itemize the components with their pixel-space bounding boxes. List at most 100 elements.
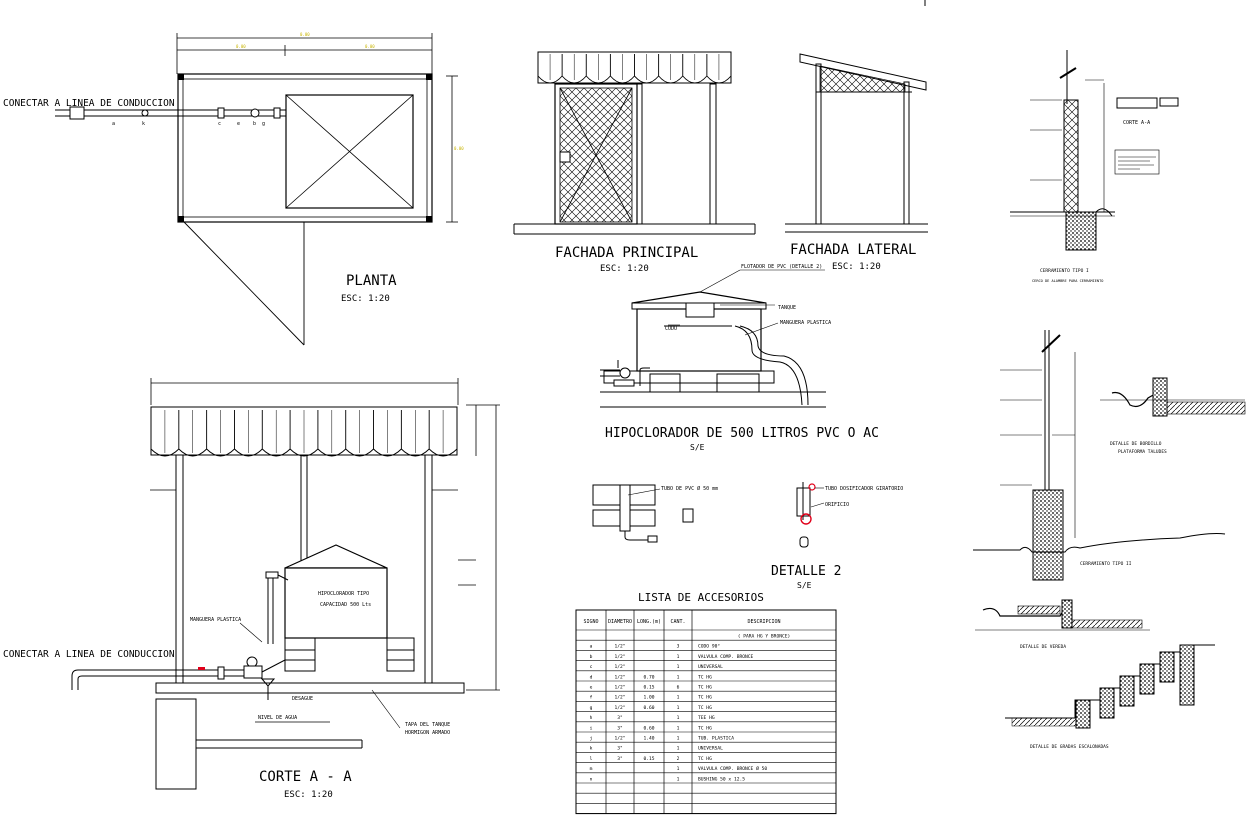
d2-callout-orifice: ORIFICIO <box>825 502 849 508</box>
table-cell: i <box>590 725 593 731</box>
table-cell: 1 <box>677 674 680 680</box>
table-cell: 1 <box>677 746 680 752</box>
planta-fitting-letters: a k c e b g <box>112 121 265 127</box>
details-right: CORTE A-A CERRAMIENTO TIPO I CERCO DE AL… <box>924 0 1246 750</box>
awning-scallop <box>428 410 458 457</box>
hipoclorador-scale: S/E <box>690 443 705 452</box>
table-subheader: ( PARA HG Y BRONCE) <box>738 634 791 640</box>
flow-marker <box>198 667 205 670</box>
table-cell: 1 <box>677 715 680 721</box>
hipo-callout-hose: MANGUERA PLASTICA <box>780 320 831 326</box>
table-cell: 1 <box>677 695 680 701</box>
table-cell: 1 <box>677 776 680 782</box>
table-cell: TUB. PLASTICA <box>698 736 734 742</box>
post <box>426 216 432 222</box>
detail-bordillo: DETALLE DE BORDILLO PLATAFORMA TALUDES <box>1100 377 1246 455</box>
table-cell: 1/2" <box>614 654 625 660</box>
detalle2-scale: S/E <box>797 581 812 590</box>
post <box>178 74 184 80</box>
planta-title: PLANTA <box>346 273 397 289</box>
table-header-cell: CANT. <box>670 619 685 625</box>
d1-section-label: CORTE A-A <box>1123 120 1150 126</box>
d1-subtitle: CERCO DE ALAMBRE PARA CERRAMIENTO <box>1032 279 1103 283</box>
table-cell: 3" <box>617 715 623 721</box>
table-cell: 1/2" <box>614 674 625 680</box>
table-cell: 0.70 <box>643 674 654 680</box>
post <box>426 74 432 80</box>
table-cell: TC HG <box>698 674 712 680</box>
awning-scallop <box>585 54 611 84</box>
table-cell: 1/2" <box>614 664 625 670</box>
table-cell: 1.00 <box>643 695 654 701</box>
awning-scallop <box>317 410 347 457</box>
corte-dimensions <box>150 378 500 691</box>
hipo-callout-elbow: CODO <box>665 326 677 332</box>
table-cell: VALVULA COMP. BRONCE Ø 50 <box>698 765 767 772</box>
table-cell: TC HG <box>698 756 712 762</box>
table-cell: h <box>590 715 593 721</box>
table-cell: BUSHING 50 x 12.5 <box>698 776 745 782</box>
corte-tank-label-2: CAPACIDAD 500 Lts <box>320 602 371 608</box>
svg-text:0.00: 0.00 <box>365 44 375 49</box>
awning-scallop <box>537 54 563 84</box>
detail-cerramiento-1: CORTE A-A CERRAMIENTO TIPO I CERCO DE AL… <box>1010 50 1179 283</box>
corte-cover-label-1: TAPA DEL TANQUE <box>405 722 450 728</box>
table-cell: VALVULA COMP. BRONCE <box>698 654 754 660</box>
corte-scale: ESC: 1:20 <box>284 790 333 800</box>
table-cell: 3 <box>677 644 680 650</box>
svg-text:0.00: 0.00 <box>454 146 464 151</box>
awning-scallop <box>658 54 684 84</box>
d2-title: DETALLE DE BORDILLO <box>1110 441 1162 447</box>
corte-title: CORTE A - A <box>259 769 352 785</box>
awning-scallop <box>373 410 402 457</box>
table-cell: 1/2" <box>614 736 625 742</box>
table-cell: m <box>590 767 593 772</box>
table-cell: 1 <box>677 705 680 711</box>
table-cell: c <box>590 665 593 670</box>
table-cell: 2 <box>677 756 680 762</box>
table-cell: l <box>590 756 593 762</box>
fachada-principal-title: FACHADA PRINCIPAL <box>555 245 698 261</box>
table-cell: a <box>590 645 593 650</box>
hipo-callout-tank: TANQUE <box>778 305 796 311</box>
svg-text:a: a <box>112 121 115 127</box>
hipoclorador-view: FLOTADOR DE PVC (DETALLE 2) TANQUE MANGU… <box>600 264 879 452</box>
fachada-principal-scale: ESC: 1:20 <box>600 264 649 274</box>
planta-scale: ESC: 1:20 <box>341 294 390 304</box>
table-cell: UNIVERSAL <box>698 746 723 752</box>
hipoclorador-title: HIPOCLORADOR DE 500 LITROS PVC O AC <box>605 426 879 441</box>
awning-scallops <box>537 54 732 84</box>
awning-scallop <box>609 54 635 84</box>
awning-scallop <box>682 54 708 84</box>
fachada-lateral-scale: ESC: 1:20 <box>832 262 881 272</box>
awning-scallop <box>206 410 235 457</box>
table-cell: 1/2" <box>614 705 625 711</box>
detalle2-view: TUBO DE PVC Ø 50 mm TUBO DOSIFICADOR GIR… <box>592 482 903 590</box>
awning-scallop <box>634 54 659 84</box>
planta-connect-label: CONECTAR A LINEA DE CONDUCCION <box>3 98 175 109</box>
d1-title: CERRAMIENTO TIPO I <box>1040 268 1089 274</box>
table-title: LISTA DE ACCESORIOS <box>638 591 764 604</box>
corte-hose-label: MANGUERA PLASTICA <box>190 617 241 623</box>
tank-plan <box>285 94 414 209</box>
table-header-cell: DESCRIPCION <box>747 619 780 625</box>
corte-water-label: NIVEL DE AGUA <box>258 715 297 721</box>
table-cell: TEE HG <box>698 715 715 721</box>
corte-tank <box>284 567 388 639</box>
fachada-lateral-view: FACHADA LATERAL ESC: 1:20 <box>785 53 928 272</box>
table-cell: 3" <box>617 725 623 731</box>
table-cell: 1 <box>677 736 680 742</box>
awning-scallop <box>289 410 319 457</box>
awning-scallop <box>178 410 207 457</box>
d4-title: DETALLE DE VEREDA <box>1020 644 1066 650</box>
table-cell: b <box>590 654 593 660</box>
table-cell: 1 <box>677 766 680 772</box>
table-cell: 3" <box>617 746 623 752</box>
svg-text:e: e <box>237 121 240 127</box>
awning-scallop <box>261 410 291 457</box>
table-cell: d <box>590 674 593 680</box>
awning-scallop <box>150 410 180 457</box>
table-header-cell: SIGNO <box>583 619 598 625</box>
table-cell: 1/2" <box>614 685 625 691</box>
